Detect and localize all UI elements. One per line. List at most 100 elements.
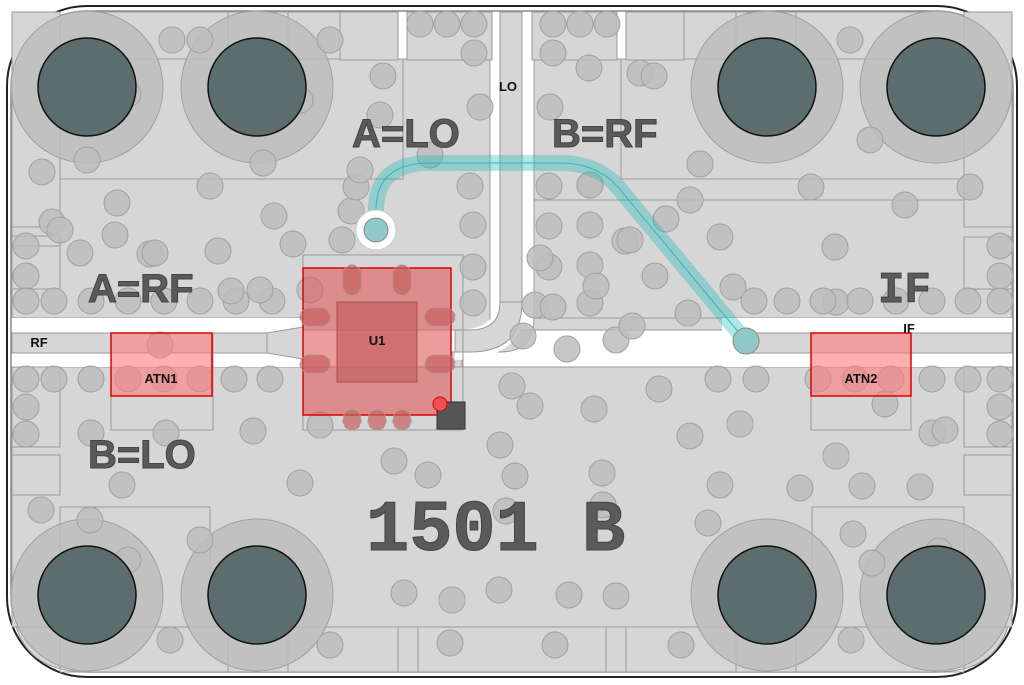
via xyxy=(346,156,374,184)
mount-hole xyxy=(886,37,986,137)
via xyxy=(786,474,814,502)
via xyxy=(986,232,1014,260)
via xyxy=(536,93,564,121)
via xyxy=(156,626,184,654)
via xyxy=(459,211,487,239)
atn1-ref-label: ATN1 xyxy=(145,371,178,386)
lo-trace-bend xyxy=(454,301,523,353)
via xyxy=(12,393,40,421)
via xyxy=(239,417,267,445)
via xyxy=(28,158,56,186)
via xyxy=(460,39,488,67)
via xyxy=(501,462,529,490)
via xyxy=(466,93,494,121)
u1-pin1-marker xyxy=(432,396,448,412)
atn2: ATN2 xyxy=(810,332,912,397)
via xyxy=(539,293,567,321)
via xyxy=(286,469,314,497)
via xyxy=(541,631,569,659)
mount-hole xyxy=(717,37,817,137)
via xyxy=(667,631,695,659)
silk-a-rf: A=RF xyxy=(88,267,194,311)
via xyxy=(858,549,886,577)
via xyxy=(459,289,487,317)
via xyxy=(204,237,232,265)
via xyxy=(366,101,394,129)
via xyxy=(640,62,668,90)
via xyxy=(986,365,1014,393)
via xyxy=(12,365,40,393)
via xyxy=(704,365,732,393)
via xyxy=(986,393,1014,421)
via xyxy=(279,230,307,258)
u1-ref-label: U1 xyxy=(369,333,386,348)
via xyxy=(726,410,754,438)
via xyxy=(848,472,876,500)
via xyxy=(12,287,40,315)
via xyxy=(77,419,105,447)
via xyxy=(773,287,801,315)
via xyxy=(555,581,583,609)
atn1: ATN1 xyxy=(110,332,213,397)
via xyxy=(220,365,248,393)
via xyxy=(931,416,959,444)
via xyxy=(742,365,770,393)
via xyxy=(260,202,288,230)
via xyxy=(641,262,669,290)
via xyxy=(460,10,488,38)
via xyxy=(459,253,487,281)
via xyxy=(186,526,214,554)
via xyxy=(839,520,867,548)
via xyxy=(316,631,344,659)
via xyxy=(40,287,68,315)
mount-hole xyxy=(37,37,137,137)
via xyxy=(580,395,608,423)
via xyxy=(891,191,919,219)
mount-hole xyxy=(886,545,986,645)
via xyxy=(539,10,567,38)
highlighted-net-trace-outline xyxy=(375,162,746,341)
silk-a-lo: A=LO xyxy=(352,112,460,156)
silk-b-rf: B=RF xyxy=(552,112,658,156)
via xyxy=(706,471,734,499)
via xyxy=(390,579,418,607)
via xyxy=(686,150,714,178)
via xyxy=(76,506,104,534)
via xyxy=(12,232,40,260)
via xyxy=(101,221,129,249)
mount-hole xyxy=(37,545,137,645)
port-label-if: IF xyxy=(903,321,915,336)
atn2-ref-label: ATN2 xyxy=(845,371,878,386)
via xyxy=(246,276,274,304)
via xyxy=(618,312,646,340)
via xyxy=(158,26,186,54)
via xyxy=(652,205,680,233)
via xyxy=(12,262,40,290)
via xyxy=(676,422,704,450)
via xyxy=(150,287,178,315)
via xyxy=(566,10,594,38)
via xyxy=(645,375,673,403)
u1-footprint: U1 xyxy=(299,264,466,431)
via xyxy=(576,171,604,199)
via xyxy=(12,420,40,448)
via xyxy=(986,420,1014,448)
via xyxy=(306,411,334,439)
via xyxy=(40,365,68,393)
mount-hole xyxy=(207,545,307,645)
via xyxy=(114,287,142,315)
via xyxy=(152,419,180,447)
via xyxy=(196,172,224,200)
via xyxy=(593,10,621,38)
via xyxy=(539,39,567,67)
u1-center-pad xyxy=(336,301,418,383)
rf-taper xyxy=(266,326,304,360)
silk-if: IF xyxy=(878,266,931,316)
via xyxy=(986,262,1014,290)
via xyxy=(954,365,982,393)
via xyxy=(416,141,444,169)
via xyxy=(575,54,603,82)
via xyxy=(369,62,397,90)
via xyxy=(509,322,537,350)
via xyxy=(486,431,514,459)
